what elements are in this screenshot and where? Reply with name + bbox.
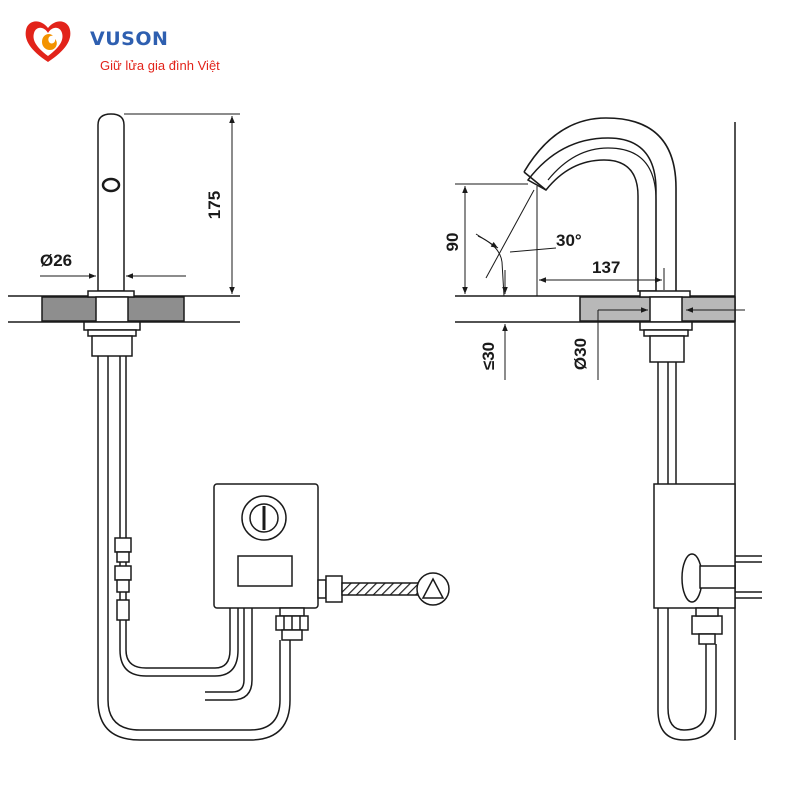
control-box-valve-knob — [241, 495, 287, 541]
right-gooseneck-spout — [526, 137, 657, 292]
left-extra-cable — [205, 608, 253, 701]
control-box-label — [237, 555, 293, 587]
side-fitting-nut — [325, 575, 343, 603]
dim-90-label: 90 — [443, 233, 462, 252]
vuson-logo-icon — [25, 21, 71, 62]
left-extra-cable-2 — [205, 608, 245, 693]
left-hose-inner — [107, 356, 281, 731]
left-nut — [83, 321, 141, 331]
dim-175-label: 175 — [205, 191, 224, 219]
cable-connector-2 — [116, 551, 130, 563]
control-box — [213, 483, 319, 609]
right-spout-inner — [547, 147, 657, 291]
dim-30deg-label: 30° — [556, 231, 582, 250]
left-view — [8, 113, 450, 741]
brand-name: VUSON — [90, 28, 169, 50]
left-cable-outer — [119, 356, 239, 677]
braided-hose — [341, 582, 421, 596]
inlet-valve-triangle — [421, 577, 445, 599]
left-hose-outer — [97, 356, 291, 741]
angle-arc — [477, 235, 505, 297]
bottom-fitting-top — [279, 607, 305, 617]
left-nut-2 — [87, 329, 137, 337]
cable-connector-4 — [116, 579, 130, 593]
dimension-labels: 175 Ø26 90 30° 137 ≤30 Ø30 — [40, 191, 620, 370]
left-cable-inner — [125, 356, 231, 669]
cable-connector-3 — [114, 565, 132, 581]
right-bottom-fitting-top — [695, 607, 719, 617]
right-tail — [649, 335, 685, 363]
right-valve-stem — [699, 565, 736, 589]
side-fitting-1 — [317, 579, 327, 599]
left-shank — [95, 296, 129, 323]
right-nut — [639, 321, 693, 331]
right-gooseneck-outer — [523, 117, 677, 291]
cable-connector-5 — [116, 599, 130, 621]
right-base-flange — [639, 290, 691, 298]
brand-logo: VUSON Giữ lửa gia đình Việt — [20, 12, 220, 73]
angle-arrow — [475, 233, 499, 249]
right-hose-loop-inner — [667, 608, 707, 731]
angle-leader — [509, 247, 557, 253]
bottom-fitting-neck — [281, 629, 303, 641]
left-faucet-body — [97, 113, 125, 292]
dim-26-label: Ø26 — [40, 251, 72, 270]
right-bottom-fitting-neck — [698, 633, 716, 645]
right-bottom-fitting — [691, 615, 723, 635]
dim-le30-label: ≤30 — [479, 342, 498, 370]
left-base-flange — [87, 290, 135, 298]
left-tail — [91, 335, 133, 357]
angle-line-slanted — [485, 189, 535, 279]
right-shank — [649, 296, 683, 323]
right-hose-loop-outer — [657, 608, 717, 741]
right-valve-knob — [681, 553, 703, 603]
left-sensor-window — [101, 177, 121, 193]
right-view — [455, 117, 762, 741]
right-nut-2 — [643, 329, 689, 337]
right-spout-tip — [523, 171, 547, 191]
dim-d30-label: Ø30 — [571, 338, 590, 370]
cable-connector-1 — [114, 537, 132, 553]
control-box-valve-inner — [249, 503, 279, 533]
dim-137-label: 137 — [592, 258, 620, 277]
brand-tagline: Giữ lửa gia đình Việt — [100, 58, 220, 73]
